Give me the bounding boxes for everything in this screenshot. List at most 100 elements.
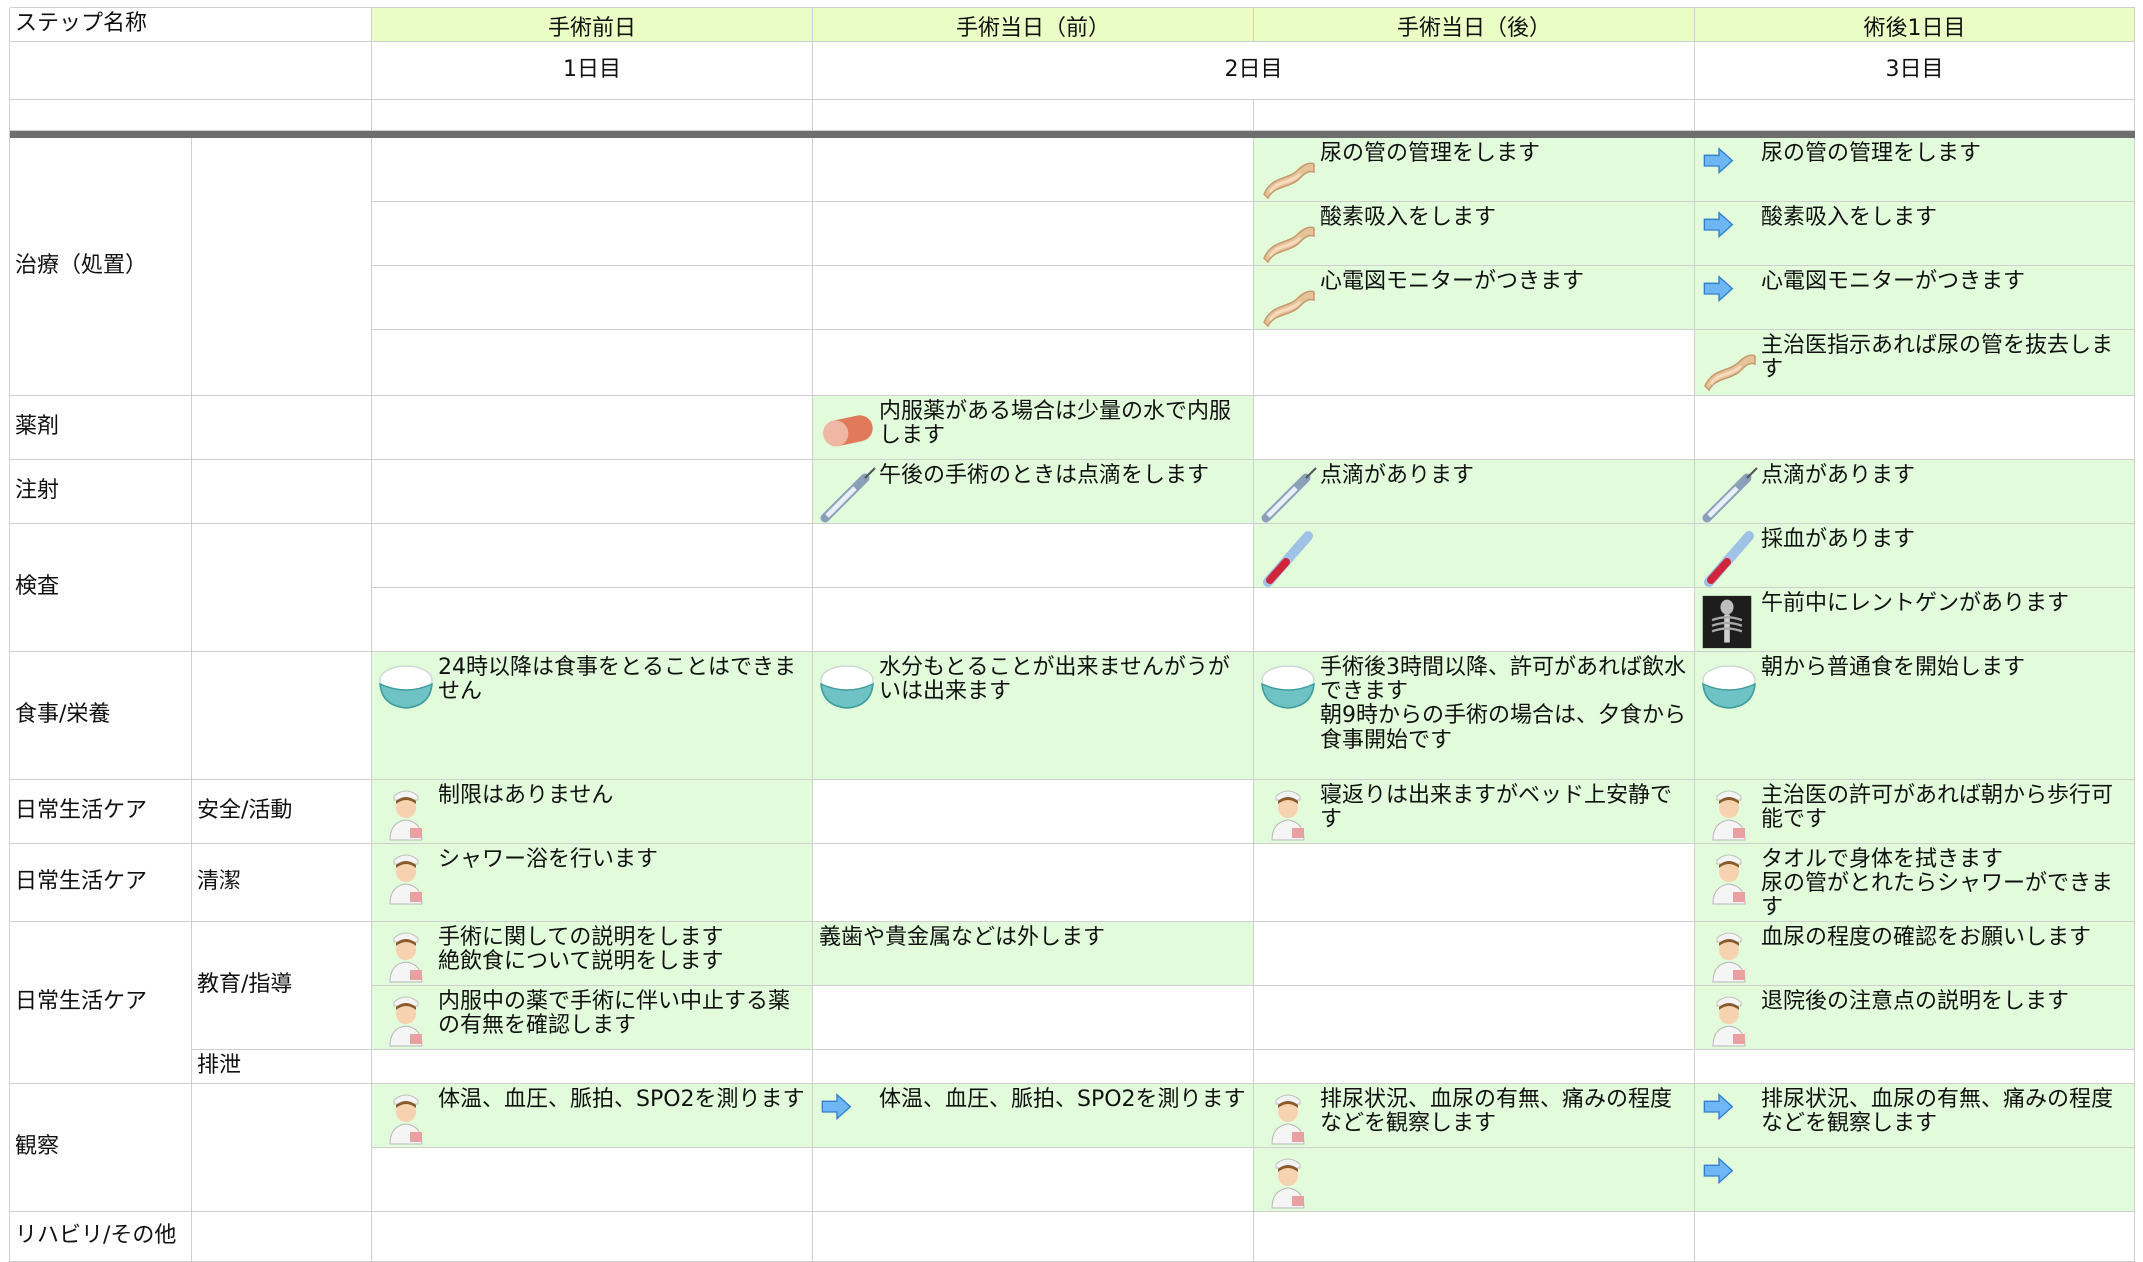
cell-text: 寝返りは出来ますがベッド上安静です — [1320, 783, 1673, 833]
row-label: 検査 — [15, 574, 60, 600]
sub-label-hygiene: 清潔 — [192, 844, 372, 922]
nurse-icon — [376, 848, 436, 908]
sub-label: 安全/活動 — [197, 798, 293, 824]
cell-text: 主治医の許可があれば朝から歩行可能です — [1761, 783, 2114, 833]
cell-text: 午後の手術のときは点滴をします — [879, 463, 1210, 488]
cell-text: 尿の管の管理をします — [1320, 141, 1541, 166]
cell-text: 点滴があります — [1761, 463, 1916, 488]
nurse-icon — [1258, 1088, 1318, 1148]
cell-text: 制限はありません — [438, 783, 614, 808]
cell-text: 24時以降は食事をとることはできません — [438, 655, 796, 705]
row-label-medication: 薬剤 — [10, 396, 192, 460]
cell-text: 体温、血圧、脈拍、SPO2を測ります — [879, 1087, 1246, 1112]
cell-text: 朝から普通食を開始します — [1761, 655, 2026, 680]
cell-text: 採血があります — [1761, 527, 1916, 552]
data-cell — [813, 1050, 1254, 1084]
blank-cell — [813, 100, 1254, 131]
column-header-label: 手術当日（後） — [1396, 16, 1551, 41]
nurse-icon — [1258, 784, 1318, 844]
cell-text: 体温、血圧、脈拍、SPO2を測ります — [438, 1087, 805, 1112]
row-label: 日常生活ケア — [15, 989, 148, 1015]
sub-label-education: 教育/指導 — [192, 922, 372, 1050]
syringe-icon — [817, 464, 877, 524]
row-label-observation: 観察 — [10, 1084, 192, 1212]
data-cell — [813, 588, 1254, 652]
cell-text: 手術に関しての説明をします絶飲食について説明をします — [438, 925, 808, 975]
cell-text: 心電図モニターがつきます — [1761, 269, 2026, 294]
data-cell — [813, 986, 1254, 1050]
data-cell: 採血があります — [1695, 524, 2135, 588]
day-label-1: 1日目 — [372, 42, 813, 100]
row-label-daily-care-2: 日常生活ケア — [10, 844, 192, 922]
data-cell: 排尿状況、血尿の有無、痛みの程度などを観察します — [1254, 1084, 1695, 1148]
syringe-icon — [1258, 464, 1318, 524]
cell-text: 午前中にレントゲンがあります — [1761, 591, 2070, 616]
blank-cell — [1254, 100, 1695, 131]
cell-text-line: タオルで身体を拭きます — [1761, 847, 2004, 872]
data-cell — [372, 1050, 813, 1084]
day-label: 1日目 — [563, 57, 621, 82]
row-label-injection: 注射 — [10, 460, 192, 524]
row-label: 薬剤 — [15, 414, 60, 440]
cell-text: 酸素吸入をします — [1761, 205, 1938, 230]
row-label-exam: 検査 — [10, 524, 192, 652]
data-cell — [372, 524, 813, 588]
row-label-meal: 食事/栄養 — [10, 652, 192, 780]
row-label: 食事/栄養 — [15, 702, 111, 728]
x-ray-icon — [1699, 592, 1755, 652]
cell-text: 点滴があります — [1320, 463, 1475, 488]
arrow-right-icon — [1699, 206, 1739, 246]
tube-icon — [1699, 334, 1759, 394]
sub-label-blank — [192, 396, 372, 460]
row-label: リハビリ/その他 — [15, 1223, 177, 1249]
cell-text: 主治医指示あれば尿の管を抜去します — [1761, 333, 2114, 383]
arrow-right-icon — [1699, 1152, 1739, 1192]
sub-label-blank — [192, 1212, 372, 1262]
data-cell — [813, 524, 1254, 588]
data-cell: 内服中の薬で手術に伴い中止する薬の有無を確認します — [372, 986, 813, 1050]
cell-text: 排尿状況、血尿の有無、痛みの程度などを観察します — [1320, 1087, 1673, 1137]
row-label: 治療（処置） — [15, 253, 148, 279]
nurse-icon — [1699, 784, 1759, 844]
data-cell: 心電図モニターがつきます — [1695, 266, 2135, 330]
column-header-pre-op-day: 手術前日 — [372, 8, 813, 42]
data-cell: 水分もとることが出来ませんがうがいは出来ます — [813, 652, 1254, 780]
nurse-icon — [376, 990, 436, 1050]
data-cell: 朝から普通食を開始します — [1695, 652, 2135, 780]
row-label: 観察 — [15, 1134, 60, 1160]
cell-text-line: 手術後3時間以降、許可があれば飲水できます — [1320, 655, 1686, 705]
data-cell: 寝返りは出来ますがベッド上安静です — [1254, 780, 1695, 844]
data-cell: 手術に関しての説明をします絶飲食について説明をします — [372, 922, 813, 986]
cell-text: タオルで身体を拭きます尿の管がとれたらシャワーができます — [1761, 847, 2130, 921]
cell-text: シャワー浴を行います — [438, 847, 659, 872]
cell-text: 水分もとることが出来ませんがうがいは出来ます — [879, 655, 1230, 705]
rice-bowl-icon — [817, 656, 877, 716]
tube-icon — [1258, 270, 1318, 330]
blank-cell — [1695, 100, 2135, 131]
data-cell — [372, 266, 813, 330]
data-cell — [813, 1148, 1254, 1212]
sub-label-blank — [192, 652, 372, 780]
row-label: 日常生活ケア — [15, 869, 148, 895]
nurse-icon — [1699, 990, 1759, 1050]
data-cell — [372, 202, 813, 266]
data-cell — [813, 844, 1254, 922]
data-cell: 排尿状況、血尿の有無、痛みの程度などを観察します — [1695, 1084, 2135, 1148]
data-cell — [1695, 1212, 2135, 1262]
column-header-label: 手術当日（前） — [955, 16, 1110, 41]
grid-border-left — [9, 8, 10, 1262]
cell-text-line: 手術に関しての説明をします — [438, 925, 724, 950]
data-cell: 酸素吸入をします — [1695, 202, 2135, 266]
cell-text: 排尿状況、血尿の有無、痛みの程度などを観察します — [1761, 1087, 2114, 1137]
data-cell: シャワー浴を行います — [372, 844, 813, 922]
cell-text: 心電図モニターがつきます — [1320, 269, 1585, 294]
arrow-right-icon — [1699, 142, 1739, 182]
cell-text: 退院後の注意点の説明をします — [1761, 989, 2070, 1014]
rice-bowl-icon — [376, 656, 436, 716]
data-cell — [1254, 330, 1695, 396]
row-label-daily-care-1: 日常生活ケア — [10, 780, 192, 844]
day-label: 3日目 — [1885, 57, 1944, 82]
cell-text-line: 絶飲食について説明をします — [438, 949, 724, 975]
sub-label: 教育/指導 — [197, 972, 293, 998]
data-cell: 体温、血圧、脈拍、SPO2を測ります — [372, 1084, 813, 1148]
